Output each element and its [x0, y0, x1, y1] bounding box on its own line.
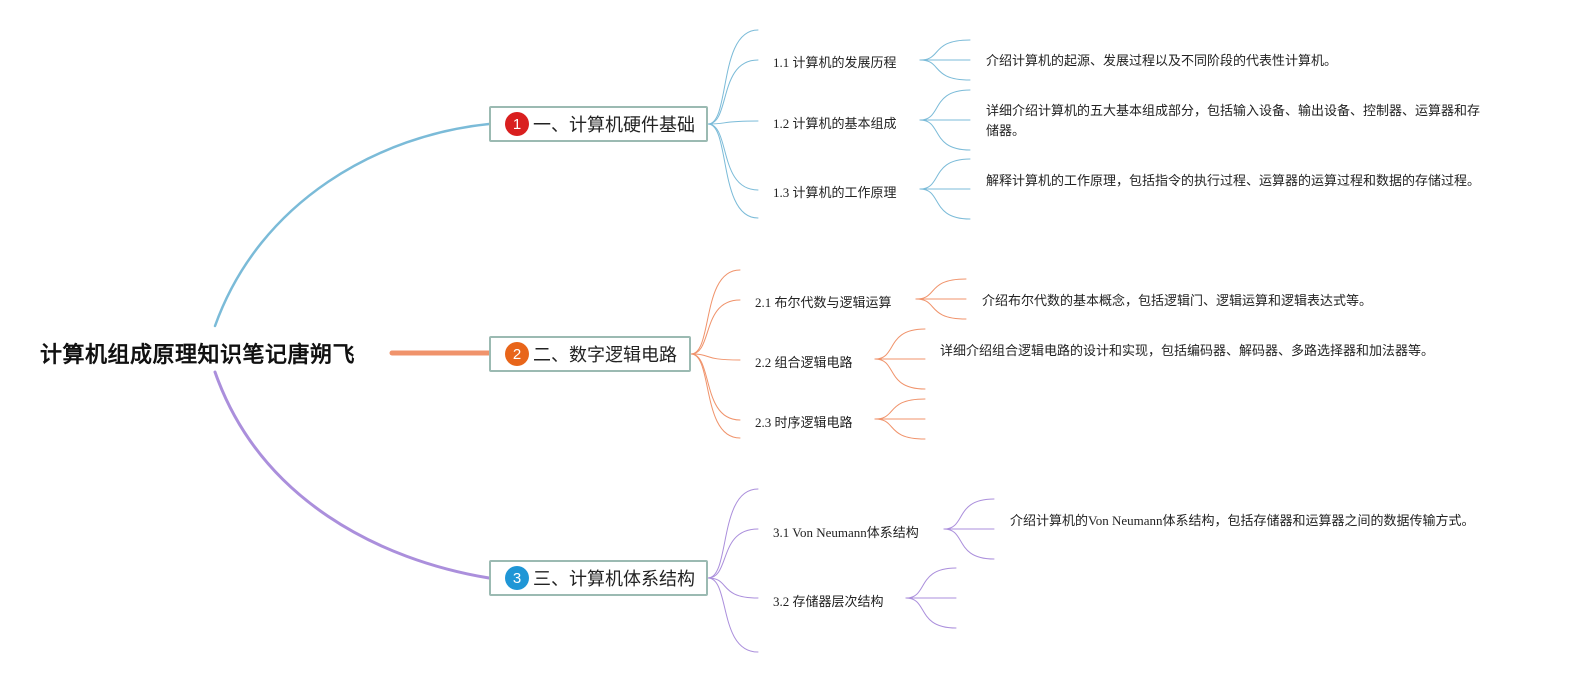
root-link-1: [213, 122, 491, 328]
desc2-2-link-2: [874, 358, 926, 390]
branch-label: 三、计算机体系结构: [533, 569, 695, 590]
desc1-1-link-2: [919, 59, 971, 81]
description-1-2[interactable]: 详细介绍计算机的五大基本组成部分，包括输入设备、输出设备、控制器、运算器和存储器…: [986, 103, 1481, 138]
desc2-1-link-0: [915, 278, 967, 300]
branch-label: 二、数字逻辑电路: [533, 345, 677, 366]
description-2-1[interactable]: 介绍布尔代数的基本概念，包括逻辑门、逻辑运算和逻辑表达式等。: [982, 293, 1373, 308]
branch3-link-3: [707, 577, 759, 653]
number-badge: 1: [505, 112, 529, 136]
subtopic-2-2[interactable]: 2.2 组合逻辑电路: [755, 355, 853, 370]
branch2-link-4: [690, 353, 741, 439]
branch2-link-1: [690, 299, 741, 355]
branch2-link-3: [690, 353, 741, 421]
desc1-3-link-0: [919, 158, 971, 190]
description-1-3[interactable]: 解释计算机的工作原理，包括指令的执行过程、运算器的运算过程和数据的存储过程。: [986, 173, 1481, 188]
branch2-link-0: [690, 269, 741, 355]
subtopic-3-2[interactable]: 3.2 存储器层次结构: [773, 594, 884, 609]
description-3-1[interactable]: 介绍计算机的Von Neumann体系结构，包括存储器和运算器之间的数据传输方式…: [1010, 513, 1475, 528]
subtopic-1-3[interactable]: 1.3 计算机的工作原理: [773, 185, 897, 200]
desc3-1-link-2: [943, 528, 995, 560]
root-topic[interactable]: 计算机组成原理知识笔记唐朔飞: [40, 343, 356, 368]
desc2-2-link-0: [874, 328, 926, 360]
branch3-link-1: [707, 528, 759, 579]
root-link-3: [213, 370, 491, 580]
desc2-3-link-2: [874, 418, 926, 440]
branch1-link-3: [707, 123, 759, 191]
branch-topic-architecture[interactable]: 3 三、计算机体系结构: [489, 560, 708, 596]
description-2-2[interactable]: 详细介绍组合逻辑电路的设计和实现，包括编码器、解码器、多路选择器和加法器等。: [940, 343, 1435, 358]
branch1-link-4: [707, 123, 759, 219]
subtopic-2-3[interactable]: 2.3 时序逻辑电路: [755, 415, 853, 430]
number-badge: 3: [505, 566, 529, 590]
branch-label: 一、计算机硬件基础: [533, 115, 695, 136]
branch-topic-digital-logic[interactable]: 2 二、数字逻辑电路: [489, 336, 691, 372]
subtopic-3-1[interactable]: 3.1 Von Neumann体系结构: [773, 525, 919, 540]
subtopic-2-1[interactable]: 2.1 布尔代数与逻辑运算: [755, 295, 892, 310]
branch1-link-1: [707, 59, 759, 125]
desc2-3-link-0: [874, 398, 926, 420]
desc2-1-link-2: [915, 298, 967, 320]
branch2-link-2: [690, 353, 741, 361]
branch1-link-2: [707, 120, 759, 125]
desc3-2-link-2: [905, 597, 957, 629]
desc3-1-link-0: [943, 498, 995, 530]
subtopic-1-1[interactable]: 1.1 计算机的发展历程: [773, 55, 897, 70]
desc1-3-link-2: [919, 188, 971, 220]
desc3-2-link-0: [905, 567, 957, 599]
desc1-2-link-0: [919, 89, 971, 121]
branch1-link-0: [707, 29, 759, 125]
branch-topic-hardware[interactable]: 1 一、计算机硬件基础: [489, 106, 708, 142]
branch3-link-2: [707, 577, 759, 599]
desc1-2-link-2: [919, 119, 971, 151]
number-badge: 2: [505, 342, 529, 366]
branch3-link-0: [707, 488, 759, 579]
description-1-1[interactable]: 介绍计算机的起源、发展过程以及不同阶段的代表性计算机。: [986, 53, 1338, 68]
subtopic-1-2[interactable]: 1.2 计算机的基本组成: [773, 116, 897, 131]
desc1-1-link-0: [919, 39, 971, 61]
